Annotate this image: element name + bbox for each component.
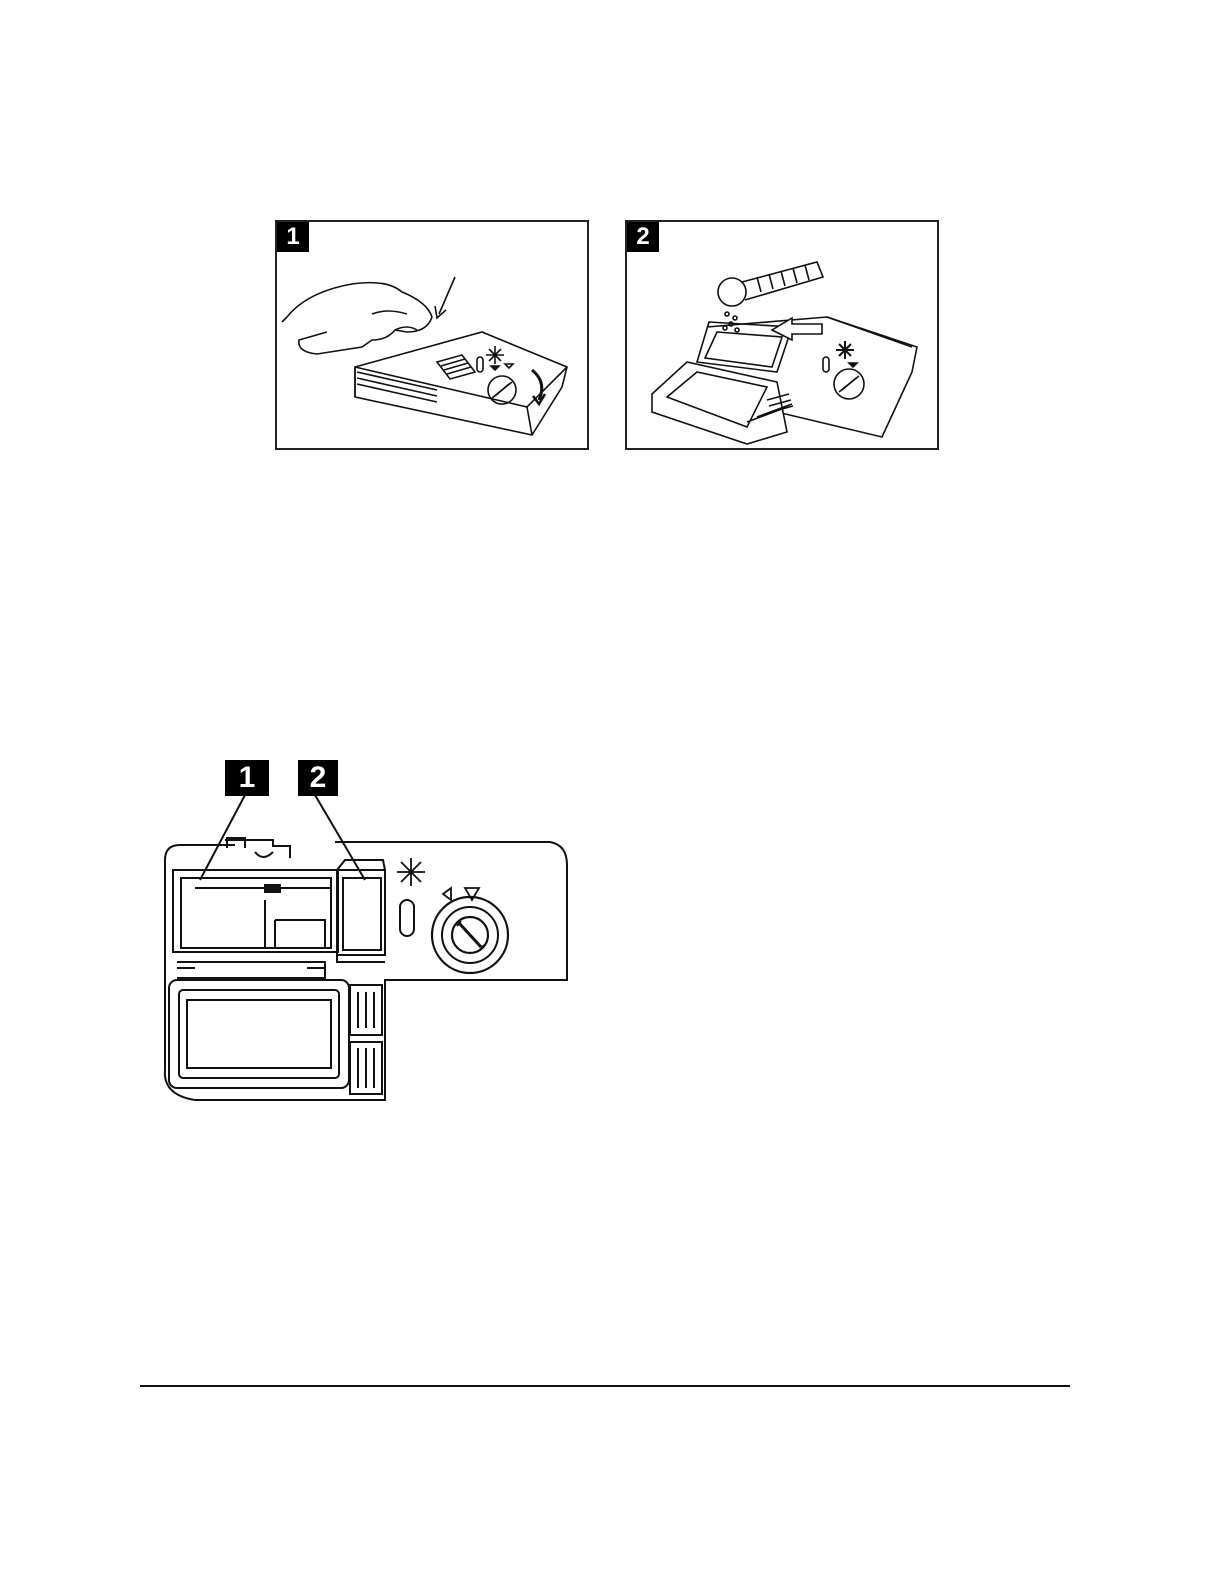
figure-panel-2: 2: [625, 220, 939, 450]
dispenser-illustration-2: [627, 222, 937, 448]
sun-icon: [397, 858, 425, 886]
footer-divider: [140, 1385, 1070, 1387]
arrow-icon: [435, 277, 455, 318]
dispenser-illustration-1: [277, 222, 587, 448]
dispenser-overview: [155, 790, 575, 1110]
figure-panel-1: 1: [275, 220, 589, 450]
dial-icon: [432, 897, 508, 973]
